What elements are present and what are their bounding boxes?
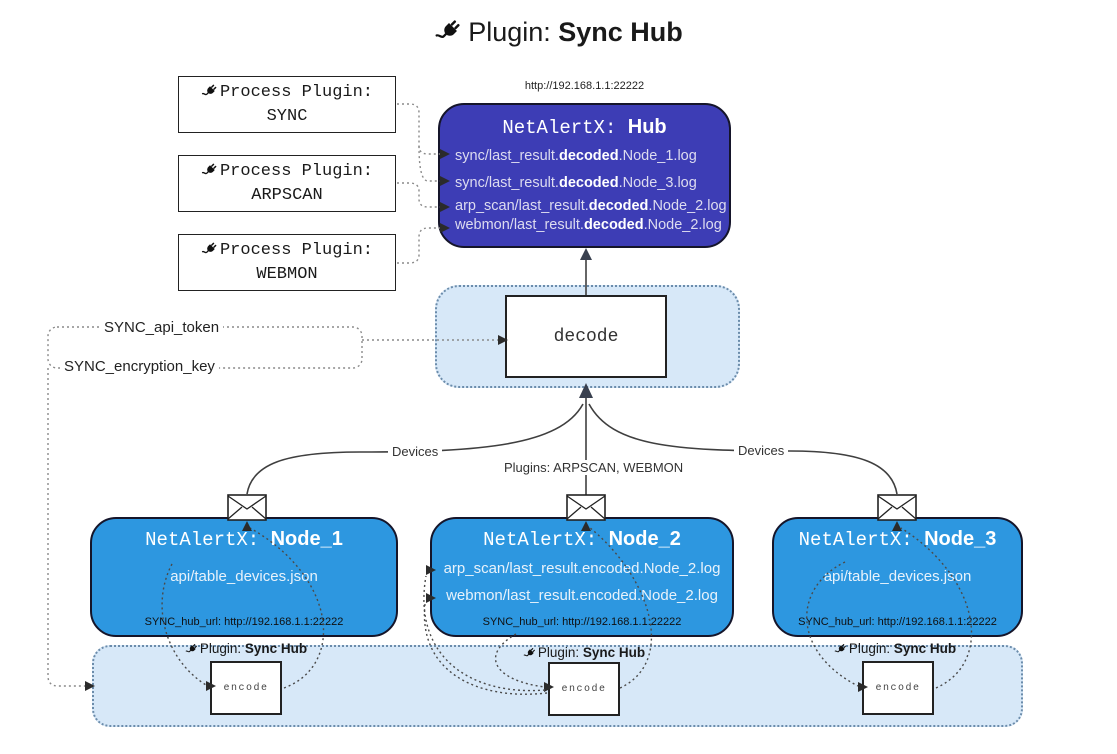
sync-encryption-key-label: SYNC_encryption_key: [60, 358, 219, 375]
hub-log-line: arp_scan/last_result.decoded.Node_2.log: [455, 198, 727, 214]
node-box-node-1: NetAlertX: Node_1 api/table_devices.json…: [90, 517, 398, 637]
hub-box: NetAlertX: Hub sync/last_result.decoded.…: [438, 103, 731, 248]
hub-url: http://192.168.1.1:22222: [524, 80, 645, 92]
node-hub-url: SYNC_hub_url: http://192.168.1.1:22222: [144, 616, 344, 628]
hub-title: NetAlertX: Hub: [502, 116, 667, 139]
envelope-icon: [227, 494, 267, 521]
encode-box: encode: [548, 662, 620, 716]
process-plugin-name: SYNC: [266, 107, 308, 126]
plug-icon: [434, 20, 464, 52]
node-hub-url: SYNC_hub_url: http://192.168.1.1:22222: [482, 616, 682, 628]
hub-log-line: webmon/last_result.decoded.Node_2.log: [455, 217, 722, 233]
plugins-label-middle: Plugins: ARPSCAN, WEBMON: [500, 460, 688, 475]
node-box-node-2: NetAlertX: Node_2 arp_scan/last_result.e…: [430, 517, 734, 637]
plug-icon: [201, 242, 219, 264]
hub-log-line: sync/last_result.decoded.Node_1.log: [455, 148, 697, 164]
plug-icon: [201, 163, 219, 185]
process-plugin-box-arpscan: Process Plugin: ARPSCAN: [178, 155, 396, 212]
devices-label-left: Devices: [388, 444, 443, 459]
process-plugin-box-webmon: Process Plugin: WEBMON: [178, 234, 396, 291]
envelope-icon: [566, 494, 606, 521]
encode-box: encode: [210, 661, 282, 715]
plug-icon: [201, 84, 219, 106]
plug-icon: [523, 648, 537, 663]
node-title: NetAlertX: Node_1: [145, 528, 343, 551]
plug-icon: [185, 644, 199, 659]
encode-box: encode: [862, 661, 934, 715]
node-file: arp_scan/last_result.encoded.Node_2.log: [443, 560, 721, 577]
process-plugin-box-sync: Process Plugin: SYNC: [178, 76, 396, 133]
envelope-icon: [877, 494, 917, 521]
title-label: Plugin:: [468, 17, 551, 47]
node-file: api/table_devices.json: [823, 568, 972, 585]
node-file: webmon/last_result.encoded.Node_2.log: [446, 587, 718, 604]
devices-label-right: Devices: [734, 443, 789, 458]
node-title: NetAlertX: Node_2: [483, 528, 681, 551]
hub-log-line: sync/last_result.decoded.Node_3.log: [455, 175, 697, 191]
node-file: api/table_devices.json: [170, 568, 318, 585]
node-hub-url: SYNC_hub_url: http://192.168.1.1:22222: [798, 616, 997, 628]
sync-hub-plugin-label: Plugin: Sync Hub: [156, 641, 336, 659]
title-name: Sync Hub: [558, 17, 683, 47]
node-box-node-3: NetAlertX: Node_3 api/table_devices.json…: [772, 517, 1023, 637]
sync-hub-plugin-label: Plugin: Sync Hub: [805, 641, 985, 659]
sync-hub-plugin-label: Plugin: Sync Hub: [494, 645, 674, 663]
decode-box: decode: [505, 295, 667, 378]
page-title: Plugin: Sync Hub: [0, 16, 1117, 53]
process-plugin-name: WEBMON: [256, 265, 318, 284]
sync-api-token-label: SYNC_api_token: [100, 319, 224, 336]
process-plugin-name: ARPSCAN: [251, 186, 323, 205]
node-title: NetAlertX: Node_3: [798, 528, 997, 551]
plug-icon: [834, 644, 848, 659]
